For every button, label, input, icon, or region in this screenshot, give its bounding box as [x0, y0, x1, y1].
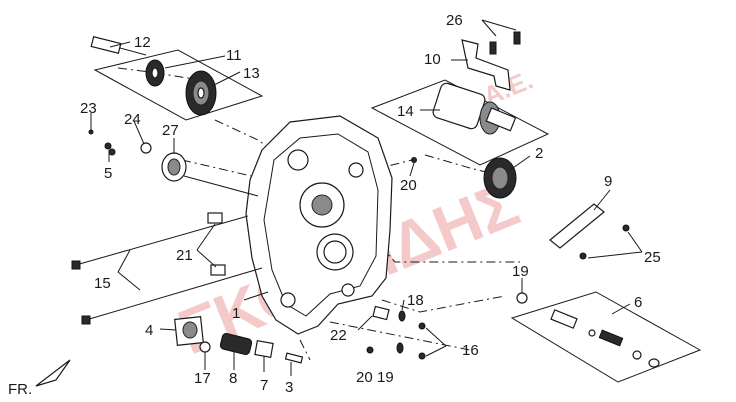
long-bolts-15: [71, 215, 263, 325]
valve-group-box: [510, 291, 702, 383]
callout-1: 1: [232, 305, 240, 322]
gear-11: [145, 59, 165, 87]
gear-group-box: [93, 49, 264, 121]
callout-10: 10: [424, 51, 441, 68]
pin-20-upper: [411, 157, 417, 163]
callout-9: 9: [604, 173, 612, 190]
small-parts-center: [366, 305, 426, 360]
group-boxes: [93, 49, 702, 383]
crankcase: [245, 115, 393, 335]
starter-group-box: [370, 79, 550, 166]
callout-25: 25: [644, 249, 661, 266]
callout-13: 13: [243, 65, 260, 82]
dowels-21: [207, 212, 226, 276]
callout-19-lower: 19: [377, 369, 394, 386]
gear-13: [185, 70, 217, 116]
callout-6: 6: [634, 294, 642, 311]
callout-2: 2: [535, 145, 543, 162]
callout-4: 4: [145, 322, 153, 339]
callout-15: 15: [94, 275, 111, 292]
callout-14: 14: [397, 103, 414, 120]
callout-17: 17: [194, 370, 211, 387]
callout-19-upper: 19: [512, 263, 529, 280]
callout-12: 12: [134, 34, 151, 51]
bracket-10: [461, 31, 521, 91]
cover-9: [549, 203, 630, 260]
starter-motor-14: [432, 82, 517, 135]
callout-27: 27: [162, 122, 179, 139]
front-label: FR.: [8, 381, 32, 398]
oring-19-right: [516, 292, 528, 304]
lower-left-parts: [174, 316, 304, 364]
callout-7: 7: [260, 377, 268, 394]
bearing-27: [161, 152, 259, 197]
callout-24: 24: [124, 111, 141, 128]
seal-2: [483, 157, 517, 199]
callout-22: 22: [330, 327, 347, 344]
callout-3: 3: [285, 379, 293, 396]
callout-labels: 1 2 3 4 5 6 7 8 9 10 11 12 13 14 15 16 1…: [80, 12, 661, 396]
front-direction-indicator: FR.: [8, 359, 71, 398]
callout-11: 11: [226, 47, 242, 64]
callout-8: 8: [229, 370, 237, 387]
callout-20-upper: 20: [400, 177, 417, 194]
callout-20-lower: 20: [356, 369, 373, 386]
callout-23: 23: [80, 100, 97, 117]
callout-21: 21: [176, 247, 193, 264]
callout-5: 5: [104, 165, 112, 182]
callout-18: 18: [407, 292, 424, 309]
shaft-12: [90, 36, 147, 56]
small-fasteners-left: [88, 129, 152, 156]
valve-assembly-6: [550, 309, 660, 368]
leader-lines: [90, 19, 643, 376]
callout-26: 26: [446, 12, 463, 29]
callout-16: 16: [462, 342, 479, 359]
